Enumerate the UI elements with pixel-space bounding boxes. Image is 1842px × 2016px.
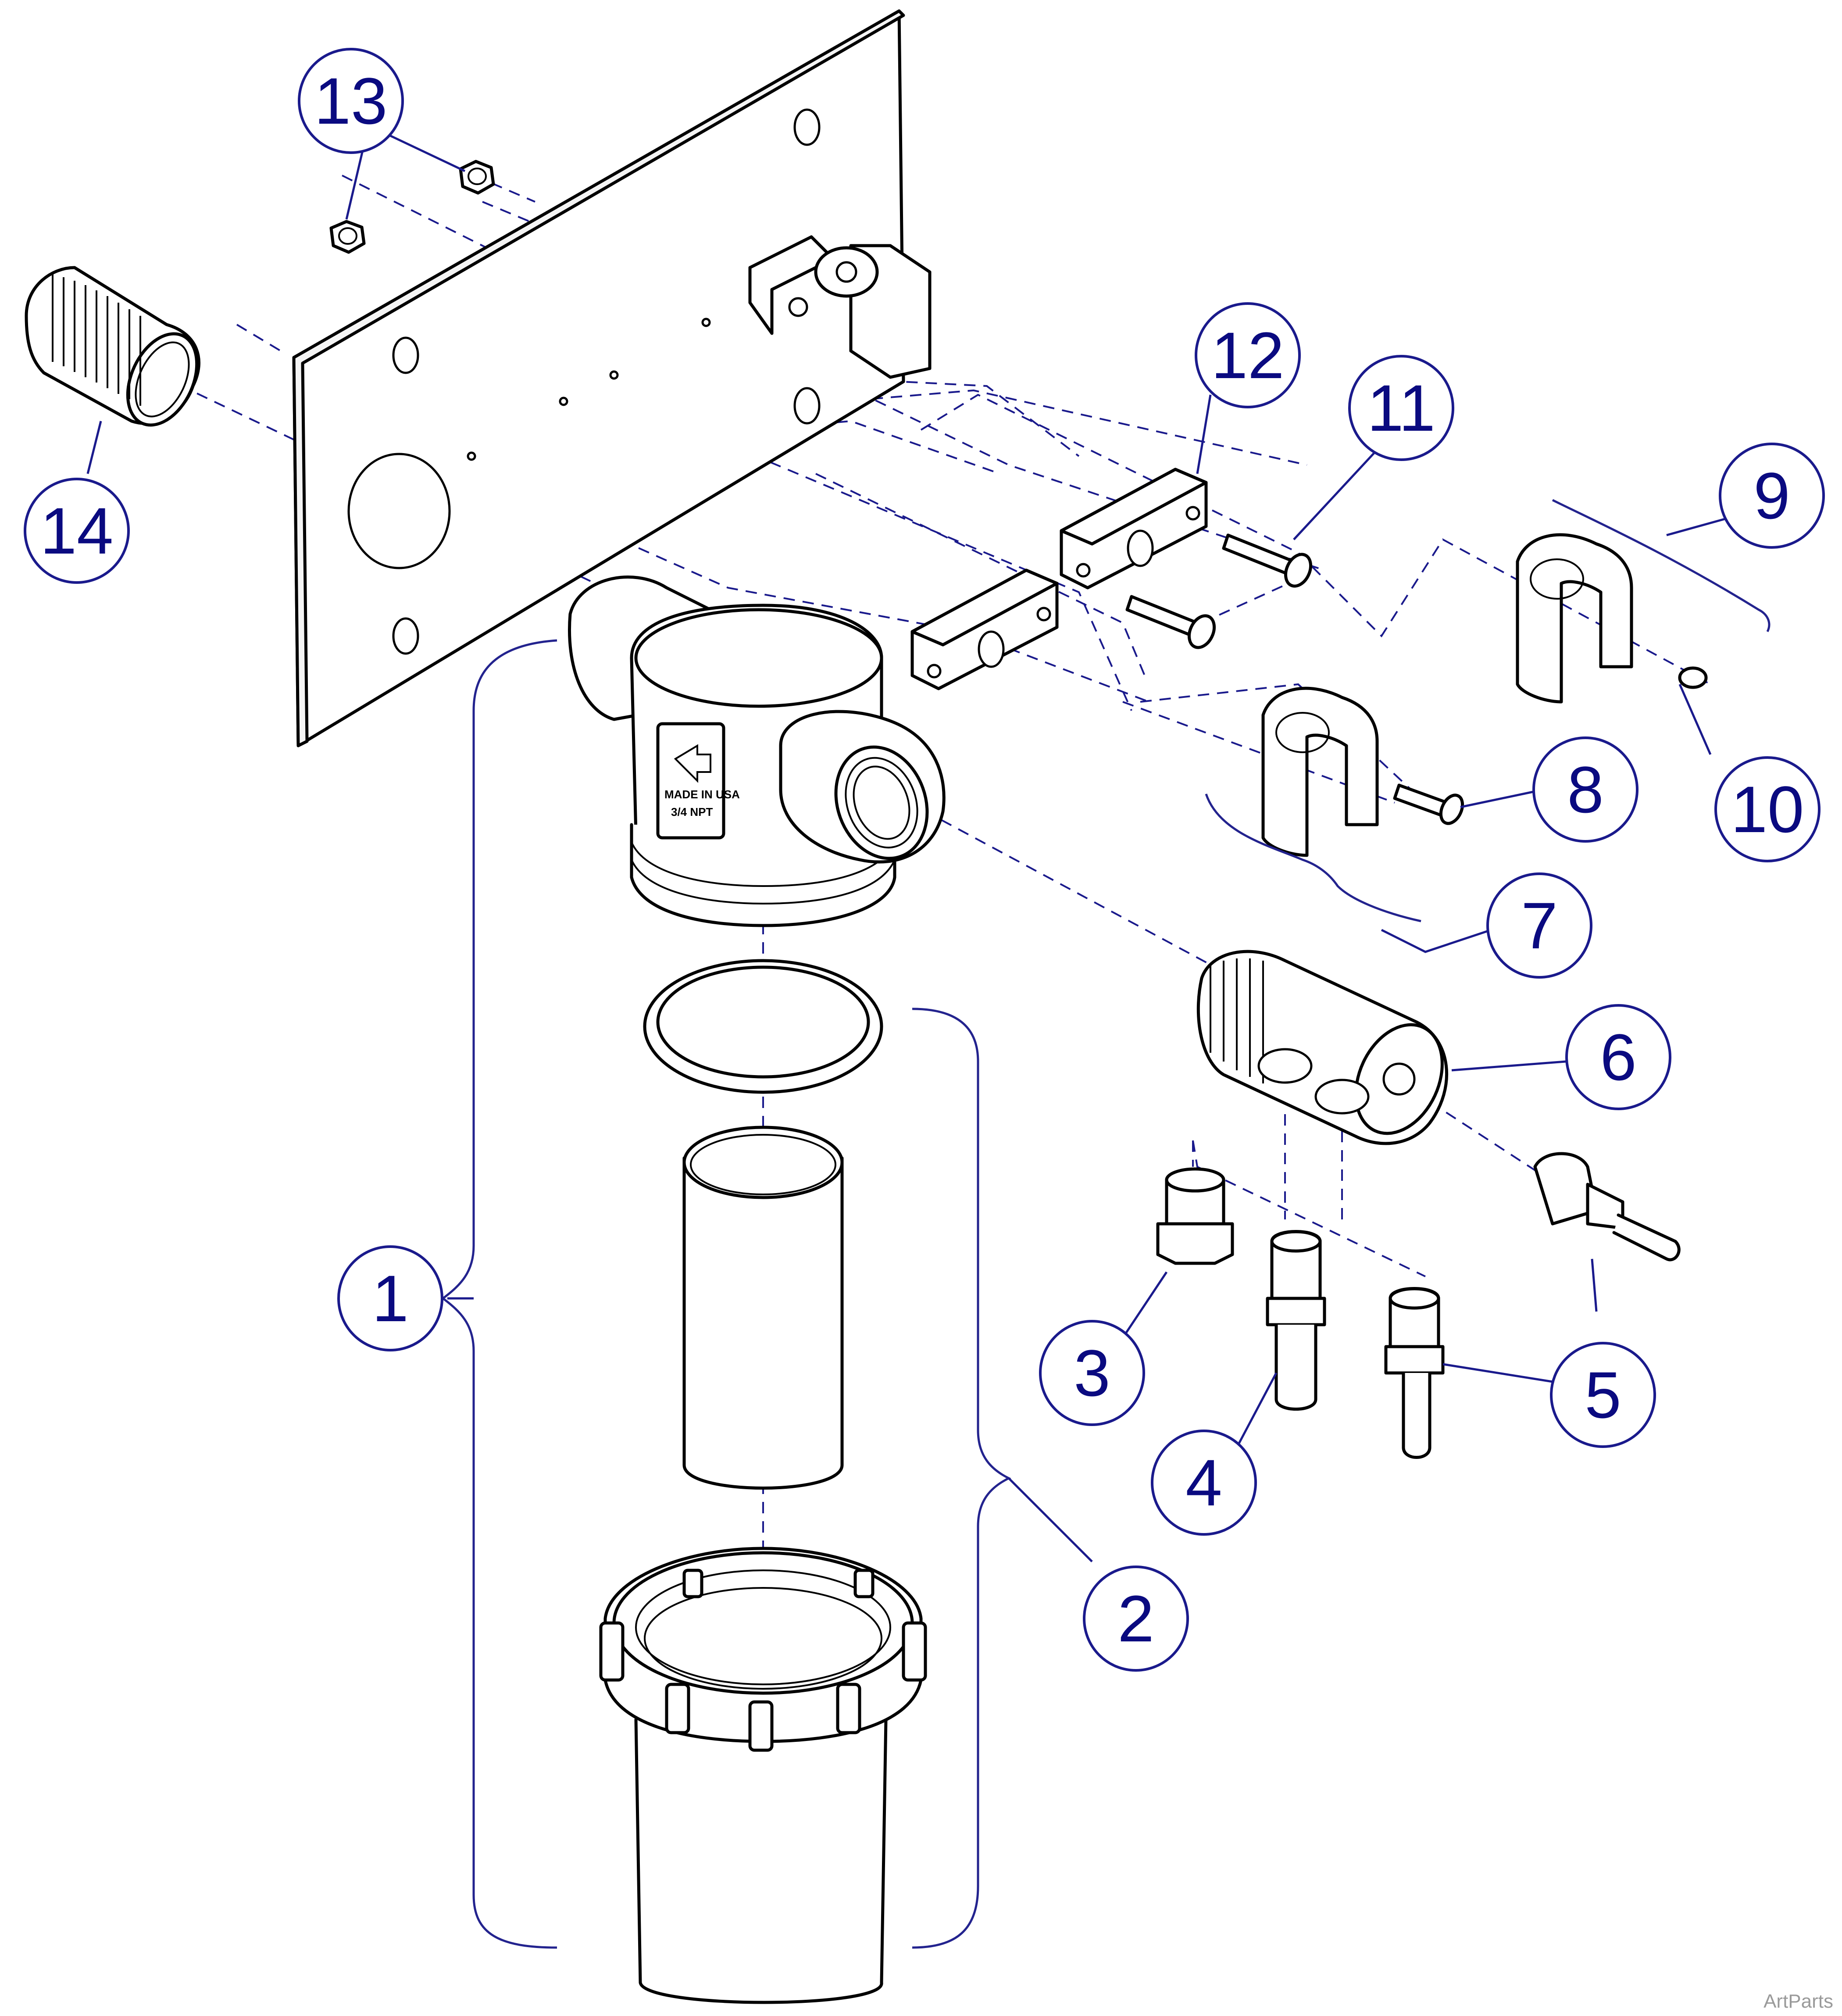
callout-11: 11 [1348, 355, 1454, 461]
artparts-watermark: ArtParts [1763, 1991, 1833, 2012]
o-ring [643, 959, 883, 1094]
callout-2: 2 [1083, 1566, 1189, 1672]
callout-8: 8 [1532, 736, 1639, 843]
callout-label: 14 [40, 494, 114, 568]
callout-label: 7 [1521, 889, 1557, 962]
callout-label: 2 [1117, 1582, 1154, 1655]
filter-bowl [599, 1547, 927, 2004]
callout-12: 12 [1195, 302, 1301, 408]
callout-7: 7 [1486, 872, 1592, 979]
mounted-pipe-clip [748, 235, 932, 379]
callout-13: 13 [298, 48, 404, 154]
callout-label: 8 [1567, 753, 1603, 826]
adapter-body [1196, 950, 1449, 1145]
filter-housing-head: MADE IN USA 3/4 NPT [568, 575, 946, 927]
hose-barb-straight [1266, 1230, 1326, 1411]
callout-label: 10 [1731, 772, 1804, 846]
callout-3: 3 [1039, 1320, 1145, 1426]
callout-label: 9 [1753, 459, 1790, 533]
hex-nuts [329, 160, 495, 254]
leader-lines [86, 130, 1746, 1562]
hose-barb-elbow [1384, 1287, 1445, 1459]
pipe-clip-small [1261, 686, 1379, 857]
callout-label: 5 [1585, 1358, 1621, 1432]
callout-label: 1 [372, 1262, 408, 1335]
callout-label: 3 [1074, 1336, 1110, 1410]
callout-label: 13 [314, 64, 388, 138]
mounting-plate [292, 9, 905, 747]
callout-9: 9 [1719, 443, 1825, 549]
callout-6: 6 [1565, 1004, 1671, 1110]
threaded-nipple [25, 266, 200, 427]
pipe-clamps [910, 468, 1208, 690]
callout-label: 11 [1367, 371, 1435, 445]
callout-1: 1 [337, 1245, 443, 1351]
pipe-clip-large [1516, 533, 1633, 704]
callout-label: 4 [1185, 1446, 1222, 1519]
callout-10: 10 [1714, 756, 1821, 862]
flat-head-screws [1393, 666, 1708, 825]
housing-marking-line1: MADE IN USA [664, 788, 740, 801]
callout-14: 14 [24, 478, 130, 584]
housing-marking-line2: 3/4 NPT [671, 805, 713, 819]
callout-label: 12 [1211, 318, 1285, 392]
hose-barb-angled [1533, 1152, 1681, 1262]
clamp-screws [1125, 533, 1313, 649]
callout-4: 4 [1151, 1430, 1257, 1536]
pipe-plug [1156, 1167, 1234, 1265]
filter-element [682, 1126, 844, 1490]
callout-5: 5 [1550, 1342, 1656, 1448]
callout-label: 6 [1600, 1020, 1636, 1094]
